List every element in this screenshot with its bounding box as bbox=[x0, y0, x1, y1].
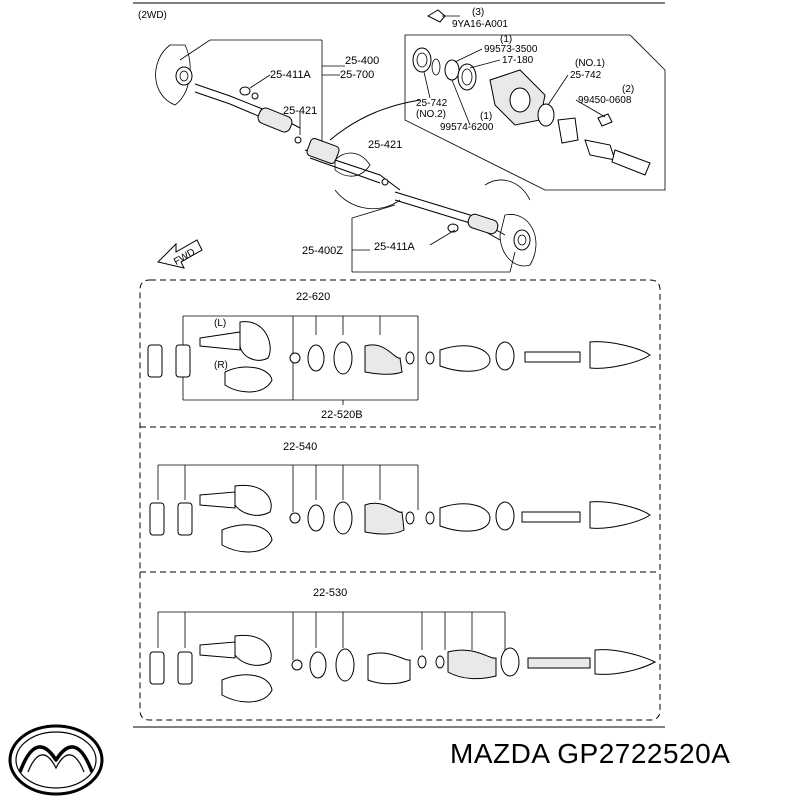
outer-joint-l bbox=[239, 321, 271, 361]
callout-25-400: 25-400 bbox=[345, 55, 379, 67]
joint-label-l: (L) bbox=[214, 318, 226, 329]
right-boot bbox=[467, 213, 499, 235]
kit-label-22-620: 22-620 bbox=[296, 291, 330, 303]
dust-seal-inset bbox=[537, 103, 555, 127]
outer-joint bbox=[221, 524, 273, 553]
grease-tube bbox=[149, 651, 165, 685]
callout-17-180: 17-180 bbox=[502, 55, 534, 66]
snap-ring-center bbox=[381, 178, 389, 186]
callout-no1: (NO.1) bbox=[575, 58, 605, 69]
callout-25-742-no2: 25-742 bbox=[416, 98, 448, 109]
inner-joint bbox=[589, 341, 651, 369]
kit-panels-frame bbox=[139, 279, 661, 721]
grease-tube bbox=[149, 502, 165, 536]
snap-ring bbox=[289, 352, 301, 364]
joint-label-r: (R) bbox=[214, 360, 228, 371]
callout-25-742-no1: 25-742 bbox=[570, 70, 602, 81]
callout-99450: 99450-0608 bbox=[578, 95, 632, 106]
circlip bbox=[307, 504, 325, 532]
shaft-segment bbox=[524, 351, 581, 363]
inner-joint bbox=[589, 501, 651, 529]
brand-part-number: MAZDA GP2722520A bbox=[450, 738, 731, 769]
circlip bbox=[307, 344, 325, 372]
outer-joint bbox=[234, 634, 272, 666]
grease-tube bbox=[177, 651, 193, 685]
snap-ring bbox=[291, 659, 303, 671]
callout-25-421-center: 25-421 bbox=[368, 139, 402, 151]
circlip bbox=[309, 651, 327, 679]
kit-label-22-530: 22-530 bbox=[313, 587, 347, 599]
callout-9ya16: 9YA16-A001 bbox=[452, 19, 508, 30]
oil-seal-left bbox=[412, 47, 432, 73]
callout-25-421-left: 25-421 bbox=[283, 105, 317, 117]
ring-inset bbox=[444, 59, 460, 81]
left-clip bbox=[239, 86, 251, 96]
left-boot bbox=[257, 107, 293, 133]
shaft-end-inset bbox=[611, 149, 651, 176]
inner-boot bbox=[447, 649, 497, 680]
boot-band bbox=[333, 501, 353, 535]
retainer-inset bbox=[557, 117, 579, 144]
upper-assembly: 25-400 25-411A 25-700 25-421 25-421 25-4… bbox=[155, 39, 537, 273]
outer-joint bbox=[221, 674, 273, 703]
detail-frame bbox=[404, 34, 666, 191]
shaft-segment bbox=[527, 657, 591, 669]
mazda-logo-icon bbox=[8, 724, 104, 796]
right-hub-seal bbox=[513, 229, 531, 251]
center-joint bbox=[306, 138, 340, 164]
inner-joint bbox=[594, 649, 657, 675]
kit-panel-22-540: 22-540 bbox=[149, 441, 651, 553]
variant-label: (2WD) bbox=[138, 10, 167, 21]
left-hub-seal bbox=[175, 66, 193, 86]
kit-label-22-540: 22-540 bbox=[283, 441, 317, 453]
inner-boot bbox=[439, 503, 491, 532]
callout-qty-1b: (1) bbox=[480, 111, 492, 122]
callout-99573: 99573-3500 bbox=[484, 44, 538, 55]
detail-inset: (3) 9YA16-A001 (1) 99573-3500 17-180 (NO… bbox=[404, 7, 666, 191]
callout-25-411a: 25-411A bbox=[270, 69, 311, 81]
snap-ring-left bbox=[294, 136, 302, 144]
left-knuckle bbox=[155, 44, 191, 106]
kit-panel-22-620: 22-620 22-520B (L) (R) bbox=[147, 291, 651, 421]
snap-ring-inset bbox=[431, 58, 441, 76]
small-bolt-icon bbox=[597, 113, 613, 127]
outer-joint bbox=[234, 484, 272, 516]
bearing-inset bbox=[457, 63, 477, 91]
joint-boot bbox=[367, 652, 411, 685]
grease-tube bbox=[147, 344, 163, 378]
right-clip bbox=[447, 223, 459, 233]
callout-25-411a-right: 25-411A bbox=[374, 241, 415, 253]
fwd-arrow: FWD bbox=[157, 239, 203, 269]
kit-panel-22-530: 22-530 bbox=[149, 587, 657, 703]
joint-boot bbox=[364, 344, 403, 375]
inner-boot bbox=[439, 345, 491, 372]
snap-ring bbox=[289, 512, 301, 524]
callout-line-25-400 bbox=[179, 39, 322, 61]
right-knuckle bbox=[499, 214, 537, 267]
callout-qty-2: (2) bbox=[622, 84, 634, 95]
boot-band bbox=[333, 341, 353, 375]
joint-boot bbox=[364, 502, 405, 535]
detail-arrow bbox=[329, 99, 421, 141]
boot-band bbox=[335, 648, 355, 682]
callout-no2: (NO.2) bbox=[416, 109, 446, 120]
callout-25-700: 25-700 bbox=[340, 69, 374, 81]
shaft-segment bbox=[521, 511, 581, 523]
callout-99574: 99574-6200 bbox=[440, 122, 494, 133]
grease-tube bbox=[177, 502, 193, 536]
kit-label-22-520b: 22-520B bbox=[321, 409, 363, 421]
grease-tube bbox=[175, 344, 191, 378]
callout-qty-3: (3) bbox=[472, 7, 484, 18]
outer-joint-r bbox=[224, 366, 273, 393]
callout-25-400z: 25-400Z bbox=[302, 245, 343, 257]
callout-qty-1a: (1) bbox=[500, 34, 512, 45]
